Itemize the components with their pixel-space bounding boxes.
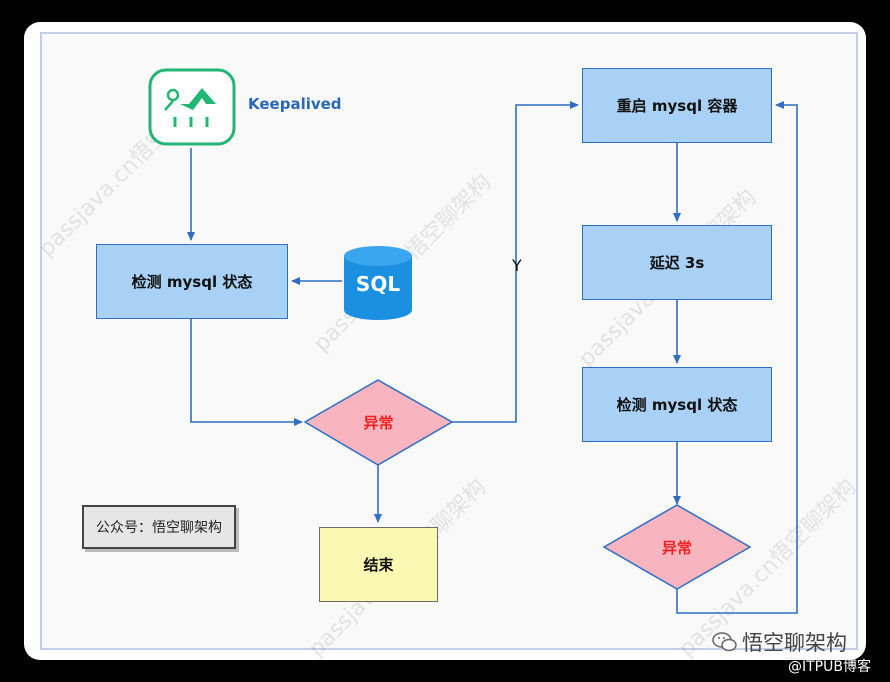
edge-abnormal-loop-to-restart <box>676 101 798 614</box>
public-account-box: 公众号：悟空聊架构 <box>82 505 236 549</box>
edge-label-yes: Y <box>512 256 522 275</box>
check-mysql-status-right: 检测 mysql 状态 <box>582 367 772 442</box>
keepalived-logo-icon <box>148 68 236 146</box>
end-box: 结束 <box>319 527 438 602</box>
brand-footer: 悟空聊架构 <box>712 627 847 657</box>
wechat-icon <box>712 632 737 652</box>
decision-shape-right <box>602 504 752 590</box>
abnormal-decision-right: 异常 <box>661 538 692 557</box>
sql-database-icon <box>344 246 412 320</box>
edge-abnormal-yes-to-restart <box>452 101 579 423</box>
edge-check-to-abnormal <box>190 319 303 426</box>
restart-mysql-container: 重启 mysql 容器 <box>582 68 772 143</box>
decision-shape-left <box>303 379 454 466</box>
check-mysql-status-left: 检测 mysql 状态 <box>96 244 288 319</box>
sql-label: SQL <box>355 272 401 296</box>
keepalived-label: Keepalived <box>248 95 342 113</box>
abnormal-decision-left: 异常 <box>363 414 394 432</box>
delay-3s: 延迟 3s <box>582 225 772 300</box>
brand-name: 悟空聊架构 <box>742 631 847 655</box>
source-credit: @ITPUB博客 <box>788 659 871 675</box>
